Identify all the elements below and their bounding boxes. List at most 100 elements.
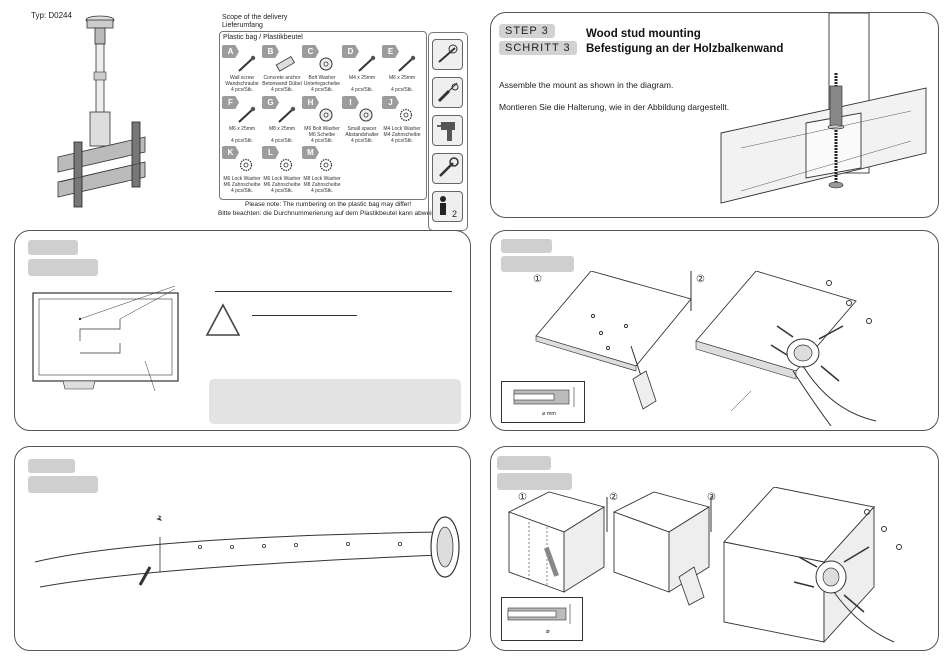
tv-diagram	[25, 281, 195, 401]
part-name: M6 Bolt Washer M6 Scheibe	[304, 126, 340, 138]
part-qty: 4 pcs/Stk.	[271, 188, 293, 194]
part-icon	[238, 106, 256, 123]
part-item-d: D M4 x 25mm 4 pcs/Stk.	[342, 45, 382, 93]
step-de: SCHRITT 3	[499, 41, 577, 55]
concrete-step-chip-1	[497, 456, 551, 470]
tv-step-chip-2	[28, 259, 98, 276]
part-qty: 4 pcs/Stk.	[311, 87, 333, 93]
wood-marker-2: ②	[696, 274, 705, 285]
part-icon	[278, 106, 296, 123]
part-name: M6 Lock Washer M6 Zahnscheibe	[223, 176, 261, 188]
part-name: M8 Lock Washer M8 Zahnscheibe	[303, 176, 341, 188]
wood-step-chip-1	[501, 239, 552, 253]
part-qty: 4 pcs/Stk.	[351, 87, 373, 93]
wood-marker-1: ①	[533, 274, 542, 285]
part-icon	[319, 108, 333, 122]
concrete-marker-2: ②	[609, 492, 618, 503]
type-label: Typ: D0244	[31, 11, 72, 20]
part-icon	[399, 108, 413, 122]
step3-title-de: Befestigung an der Holzbalkenwand	[586, 43, 784, 55]
bag-title: Plastic bag / Plastikbeutel	[223, 34, 303, 41]
scope-title-en: Scope of the delivery	[222, 14, 288, 21]
part-qty: 4 pcs/Stk.	[391, 87, 413, 93]
part-icon	[275, 55, 295, 72]
part-icon	[358, 55, 376, 72]
pole-step-chip-1	[28, 459, 75, 473]
part-letter: B	[262, 45, 279, 58]
concrete-diagram	[499, 487, 936, 647]
part-name: M4 Lock Washer M4 Zahnscheibe	[383, 126, 421, 138]
part-name: Concrete anchor Betonwand Dübel	[262, 75, 302, 87]
part-letter: I	[342, 96, 359, 109]
wrench-icon	[432, 153, 463, 184]
scope-title-de: Lieferumfang	[222, 22, 263, 29]
concrete-marker-1: ①	[518, 492, 527, 503]
step3-desc-en: Assemble the mount as shown in the diagr…	[499, 80, 674, 90]
part-name: Wall screw Wandschraube	[225, 75, 259, 87]
step-en: STEP 3	[499, 24, 555, 38]
part-name: M8 x 25mm	[268, 126, 296, 132]
wood-plate-panel: ① ②	[490, 230, 939, 431]
part-letter: D	[342, 45, 359, 58]
part-letter: M	[302, 146, 319, 159]
part-qty: 4 pcs/Stk.	[271, 87, 293, 93]
person-count: 2	[452, 209, 457, 219]
part-letter: H	[302, 96, 319, 109]
two-person-icon: 2	[432, 191, 463, 222]
note-en: Please note: The numbering on the plasti…	[245, 201, 412, 208]
part-name: M6 Lock Washer M6 Zahnscheibe	[263, 176, 301, 188]
tv-panel	[14, 230, 471, 431]
part-letter: A	[222, 45, 239, 58]
part-icon	[239, 158, 253, 172]
part-qty: 4 pcs/Stk.	[231, 138, 253, 144]
pole-diagram	[20, 507, 470, 647]
step3-title-en: Wood stud mounting	[586, 28, 701, 40]
part-icon	[279, 158, 293, 172]
part-letter: E	[382, 45, 399, 58]
step3-panel: STEP 3 SCHRITT 3 Wood stud mounting Befe…	[490, 12, 939, 218]
part-icon	[319, 57, 333, 71]
part-icon	[238, 55, 256, 72]
part-icon	[359, 108, 373, 122]
part-qty: 4 pcs/Stk.	[311, 188, 333, 194]
part-qty: 4 pcs/Stk.	[231, 188, 253, 194]
part-name: M4 x 25mm	[348, 75, 376, 81]
wood-stud-diagram	[711, 13, 936, 217]
warning-rule	[215, 291, 452, 292]
part-item-e: E M6 x 25mm 4 pcs/Stk.	[382, 45, 422, 93]
wood-step-chip-2	[501, 256, 574, 272]
notice-box	[209, 379, 461, 424]
part-letter: J	[382, 96, 399, 109]
part-qty: 4 pcs/Stk.	[231, 87, 253, 93]
warning-icon	[205, 303, 241, 337]
part-letter: C	[302, 45, 319, 58]
part-name: M6 x 25mm	[228, 126, 256, 132]
part-qty: 4 pcs/Stk.	[271, 138, 293, 144]
screwdriver-icon	[432, 77, 463, 108]
tv-step-chip-1	[28, 240, 78, 255]
concrete-step-chip-2	[497, 473, 572, 490]
pole-step-chip-2	[28, 476, 98, 493]
tools-column: 2	[428, 32, 468, 231]
wood-plate-diagram	[531, 271, 936, 426]
anchor-depth-box: ⌀	[501, 597, 583, 641]
part-name: M6 x 25mm	[388, 75, 416, 81]
part-name: Bolt Washer Unterlegscheibe	[303, 75, 341, 87]
note-de: Bitte beachten: die Durchnummerierung au…	[218, 210, 448, 217]
pole-panel	[14, 446, 471, 651]
part-letter: L	[262, 146, 279, 159]
part-qty: 4 pcs/Stk.	[311, 138, 333, 144]
step3-desc-de: Montieren Sie die Halterung, wie in der …	[499, 102, 730, 112]
mount-overview-drawing	[40, 12, 180, 222]
part-name: Small spacer Abstandshalter	[345, 126, 379, 138]
